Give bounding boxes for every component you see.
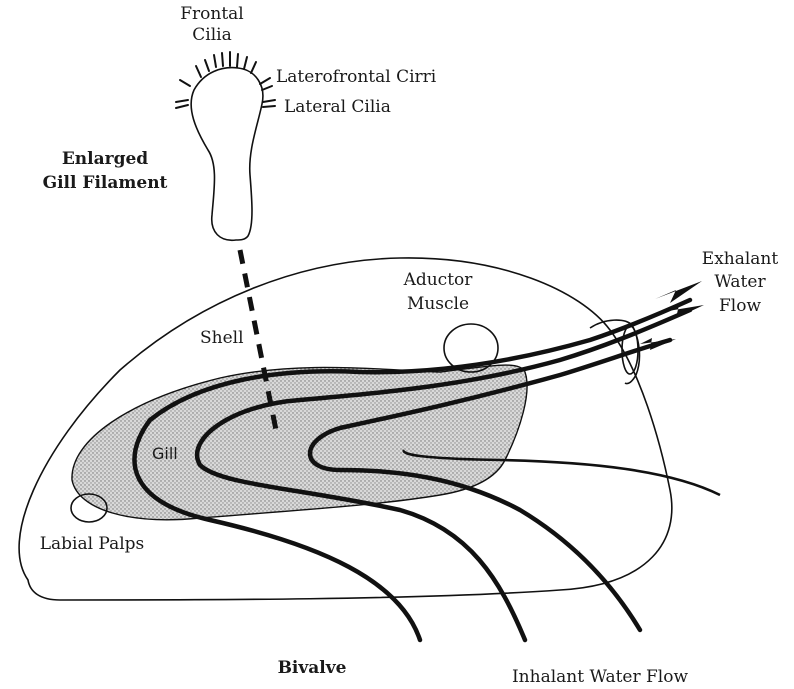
- frontal-cilia: [196, 52, 256, 77]
- label-lateral-cilia: Lateral Cilia: [284, 97, 391, 117]
- label-muscle: Muscle: [407, 294, 469, 314]
- label-inhalant-water-flow: Inhalant Water Flow: [512, 667, 689, 687]
- label-frontal-cilia-1: Frontal: [180, 4, 244, 24]
- label-exhalant-1: Exhalant: [702, 249, 779, 269]
- label-exhalant-2: Water: [714, 272, 766, 292]
- gill-filament: [191, 68, 263, 241]
- label-frontal-cilia-2: Cilia: [192, 25, 231, 45]
- label-exhalant-3: Flow: [719, 296, 761, 316]
- label-shell: Shell: [200, 328, 244, 348]
- label-bivalve: Bivalve: [278, 658, 347, 678]
- label-gill-filament: Gill Filament: [43, 173, 168, 193]
- label-aductor: Aductor: [403, 270, 474, 290]
- label-labial-palps: Labial Palps: [40, 534, 145, 554]
- label-laterofrontal-cirri: Laterofrontal Cirri: [276, 67, 437, 87]
- exhalant-arrow-1: [655, 281, 702, 303]
- label-enlarged: Enlarged: [62, 149, 148, 169]
- gill-tissue: [72, 365, 527, 520]
- label-gill: Gill: [152, 444, 178, 463]
